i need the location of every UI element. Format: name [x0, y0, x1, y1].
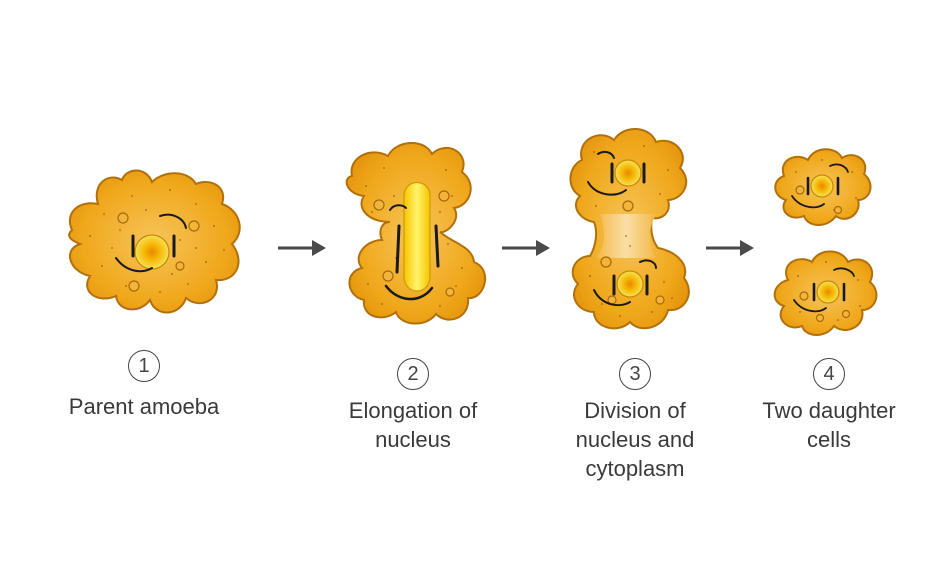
caption-line: cells	[806, 427, 851, 452]
nucleus	[134, 234, 170, 270]
contractile-marks	[384, 204, 440, 301]
nucleus-bottom	[616, 270, 644, 298]
caption-line: nucleus	[375, 427, 451, 452]
cytoplasm-granules	[365, 167, 463, 307]
caption-elongation-of-nucleus: Elongation of nucleus	[313, 396, 513, 454]
cytoplasm-granules	[797, 261, 861, 321]
caption-line: Two daughter	[762, 398, 896, 423]
step-number-1: 1	[128, 350, 160, 382]
caption-division-of-nucleus-and-cytoplasm: Division of nucleus and cytoplasm	[535, 396, 735, 483]
contractile-marks	[791, 163, 849, 209]
arrow-right-icon	[706, 240, 754, 256]
caption-line: Parent amoeba	[68, 394, 220, 419]
parent-amoeba	[68, 169, 241, 314]
vacuoles	[600, 200, 665, 305]
daughter-cell-top	[774, 148, 872, 226]
caption-parent-amoeba: Parent amoeba	[44, 392, 244, 421]
caption-line: Division of	[584, 398, 686, 423]
cytoplasm-granules	[89, 189, 225, 293]
caption-line: Elongation of	[348, 398, 478, 423]
caption-line: nucleus and	[575, 427, 695, 452]
step-number-4: 4	[813, 358, 845, 390]
vacuoles	[373, 190, 455, 297]
caption-two-daughter-cells: Two daughter cells	[729, 396, 929, 454]
elongated-nucleus	[403, 181, 431, 292]
caption-line: cytoplasm	[585, 456, 685, 481]
arrow-right-icon	[502, 240, 550, 256]
nucleus	[810, 174, 834, 198]
arrow-right-icon	[278, 240, 326, 256]
elongating-amoeba	[345, 142, 486, 325]
dividing-amoeba	[569, 128, 690, 330]
nucleus-top	[614, 159, 642, 187]
contractile-marks	[115, 213, 187, 273]
contractile-marks	[793, 267, 855, 313]
step-number-3: 3	[619, 358, 651, 390]
daughter-cell-bottom	[773, 250, 878, 336]
nucleus	[816, 280, 840, 304]
step-number-2: 2	[397, 358, 429, 390]
contractile-marks	[587, 150, 657, 307]
vacuoles	[795, 185, 843, 215]
vacuoles	[799, 291, 851, 323]
vacuoles	[117, 212, 200, 292]
